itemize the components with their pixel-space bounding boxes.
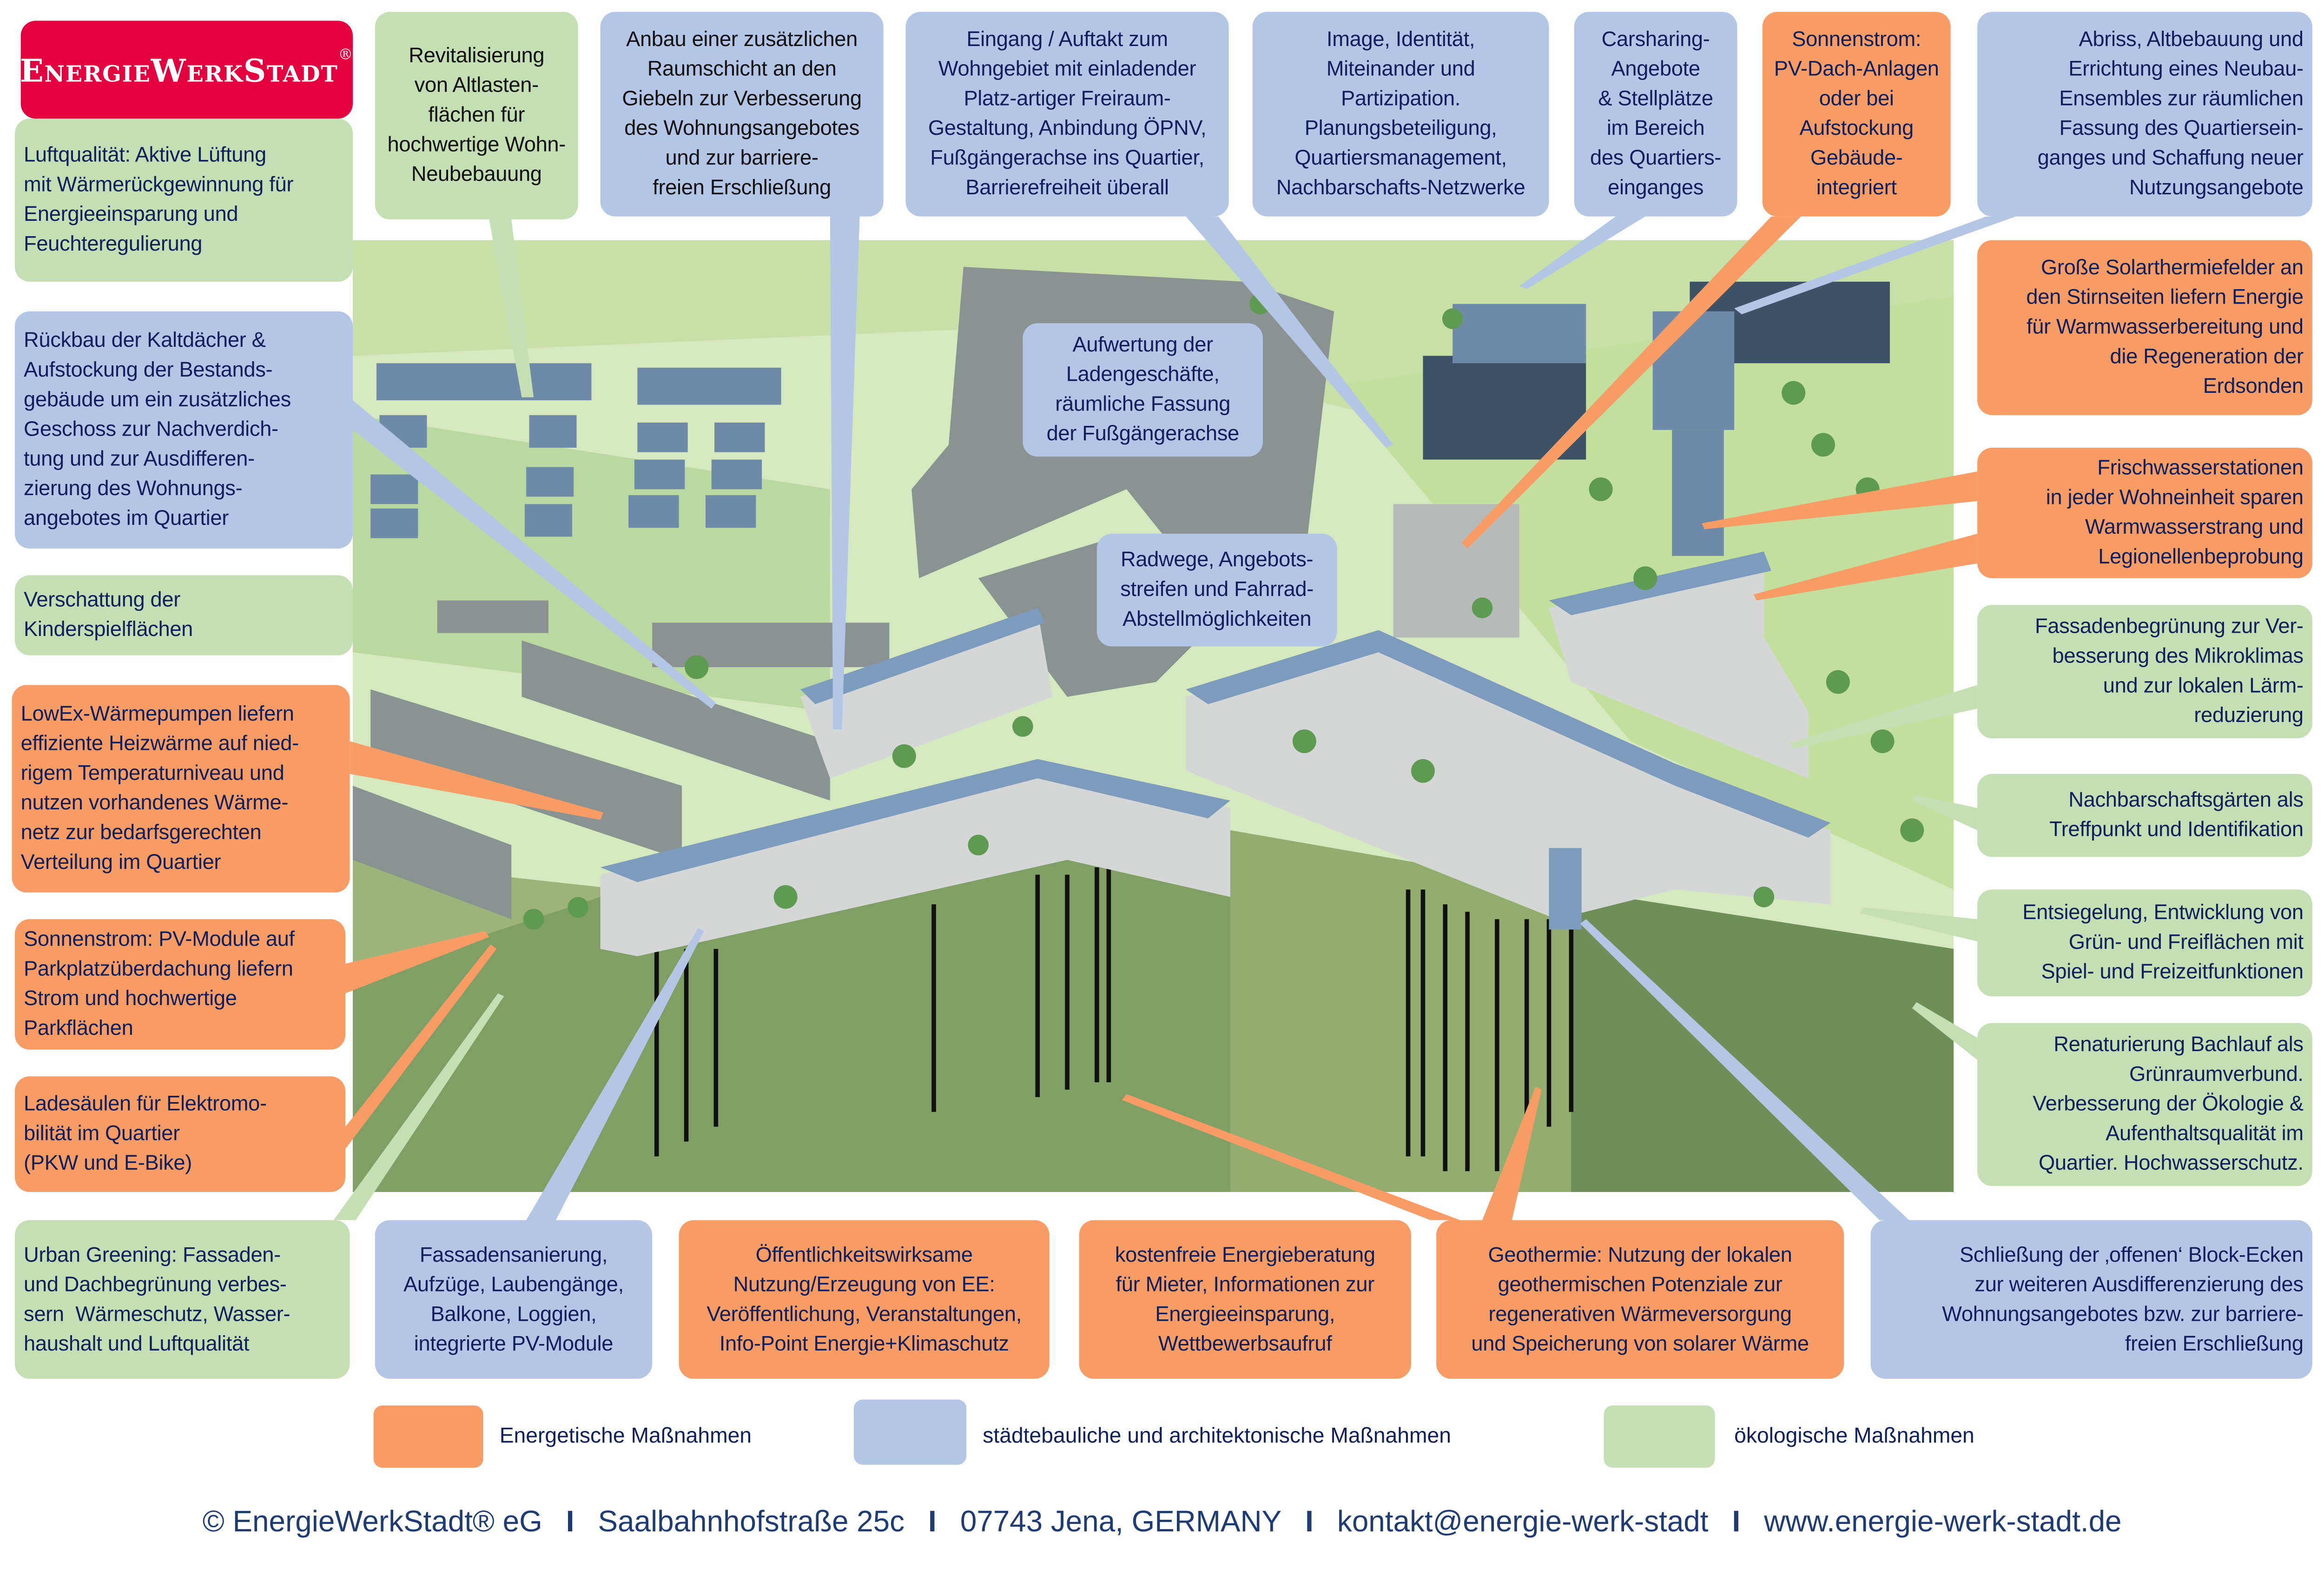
callout-geothermie: Geothermie: Nutzung der lokalen geotherm… bbox=[1436, 1220, 1844, 1379]
footer-email-link[interactable]: kontakt@energie-werk-stadt bbox=[1337, 1506, 1709, 1539]
separator: I bbox=[1732, 1506, 1741, 1539]
callout-radwege: Radwege, Angebots- streifen und Fahrrad-… bbox=[1096, 534, 1337, 647]
callout-sonnenstrom-parkplatz: Sonnenstrom: PV-Module auf Parkplatzüber… bbox=[14, 919, 346, 1050]
callout-sonnenstrom-dach: Sonnenstrom: PV-Dach-Anlagen oder bei Au… bbox=[1762, 12, 1951, 217]
callout-eingang: Eingang / Auftakt zum Wohngebiet mit ein… bbox=[905, 12, 1229, 217]
apartment-blocks bbox=[600, 551, 1831, 956]
legend-swatch-ecological bbox=[1604, 1405, 1715, 1468]
footer: © EnergieWerkStadt® eG I Saalbahnhofstraße… bbox=[0, 1506, 2324, 1540]
callout-schliessung: Schließung der ‚offenen‘ Block-Ecken zur… bbox=[1870, 1220, 2312, 1379]
callout-luftqualitaet: Luftqualität: Aktive Lüftung mit Wärmerü… bbox=[14, 119, 353, 282]
footer-copyright: © EnergieWerkStadt® eG bbox=[202, 1506, 542, 1539]
energiewerkstadt-logo: EnergieWerkStadt® bbox=[20, 20, 354, 119]
callout-carsharing: Carsharing- Angebote & Stellplätze im Be… bbox=[1574, 12, 1737, 217]
callout-ladesaeulen: Ladesäulen für Elektromo- bilität im Qua… bbox=[14, 1076, 346, 1192]
legend-label-ecological: ökologische Maßnahmen bbox=[1734, 1424, 1974, 1449]
callout-abriss: Abriss, Altbebauung und Errichtung eines… bbox=[1977, 12, 2312, 217]
legend-label-urban: städtebauliche und architektonische Maßn… bbox=[983, 1424, 1451, 1449]
separator: I bbox=[928, 1506, 937, 1539]
callout-solarthermie: Große Solarthermiefelder an den Stirnsei… bbox=[1977, 240, 2312, 415]
registered-mark: ® bbox=[338, 46, 354, 63]
callout-pointers bbox=[333, 216, 2016, 1220]
callout-anbau: Anbau einer zusätzlichen Raumschicht an … bbox=[600, 12, 884, 217]
callout-urban-greening: Urban Greening: Fassaden- und Dachbegrün… bbox=[14, 1220, 350, 1379]
footer-web-link[interactable]: www.energie-werk-stadt.de bbox=[1764, 1506, 2122, 1539]
logo-text: EnergieWerkStadt bbox=[20, 51, 338, 88]
callout-aufwertung: Aufwertung der Ladengeschäfte, räumliche… bbox=[1023, 323, 1263, 457]
callout-entsiegelung: Entsiegelung, Entwicklung von Grün- und … bbox=[1977, 889, 2312, 997]
separator: I bbox=[1305, 1506, 1314, 1539]
callout-frischwasser: Frischwasserstationen in jeder Wohneinhe… bbox=[1977, 448, 2312, 578]
blue-roof-buildings bbox=[370, 281, 1890, 638]
callout-nachbarschaftsgaerten: Nachbarschaftsgärten als Treffpunkt und … bbox=[1977, 774, 2312, 857]
callout-oeffentlichkeit: Öffentlichkeitswirksame Nutzung/Erzeugun… bbox=[679, 1220, 1050, 1379]
callout-fassadenbegruenung: Fassadenbegrünung zur Ver- besserung des… bbox=[1977, 605, 2312, 739]
callout-revitalisierung: Revitalisierung von Altlasten- flächen f… bbox=[375, 12, 578, 219]
legend-label-energetic: Energetische Maßnahmen bbox=[499, 1424, 752, 1449]
callout-rueckbau: Rückbau der Kaltdächer & Aufstockung der… bbox=[14, 311, 353, 549]
callout-verschattung: Verschattung der Kinderspielflächen bbox=[14, 575, 353, 656]
legend-swatch-urban bbox=[853, 1399, 967, 1465]
callout-fassadensanierung: Fassadensanierung, Aufzüge, Laubengänge,… bbox=[375, 1220, 653, 1379]
footer-street: Saalbahnhofstraße 25c bbox=[598, 1506, 905, 1539]
separator: I bbox=[566, 1506, 574, 1539]
geothermal-probes bbox=[654, 867, 1574, 1172]
callout-lowex: LowEx-Wärmepumpen liefern effiziente Hei… bbox=[12, 685, 350, 893]
callout-image: Image, Identität, Miteinander und Partiz… bbox=[1252, 12, 1549, 217]
footer-city: 07743 Jena, GERMANY bbox=[960, 1506, 1282, 1539]
legend-swatch-energetic bbox=[373, 1405, 483, 1468]
callout-renaturierung: Renaturierung Bachlauf als Grünraumverbu… bbox=[1977, 1023, 2312, 1186]
callout-energieberatung: kostenfreie Energieberatung für Mieter, … bbox=[1079, 1220, 1411, 1379]
